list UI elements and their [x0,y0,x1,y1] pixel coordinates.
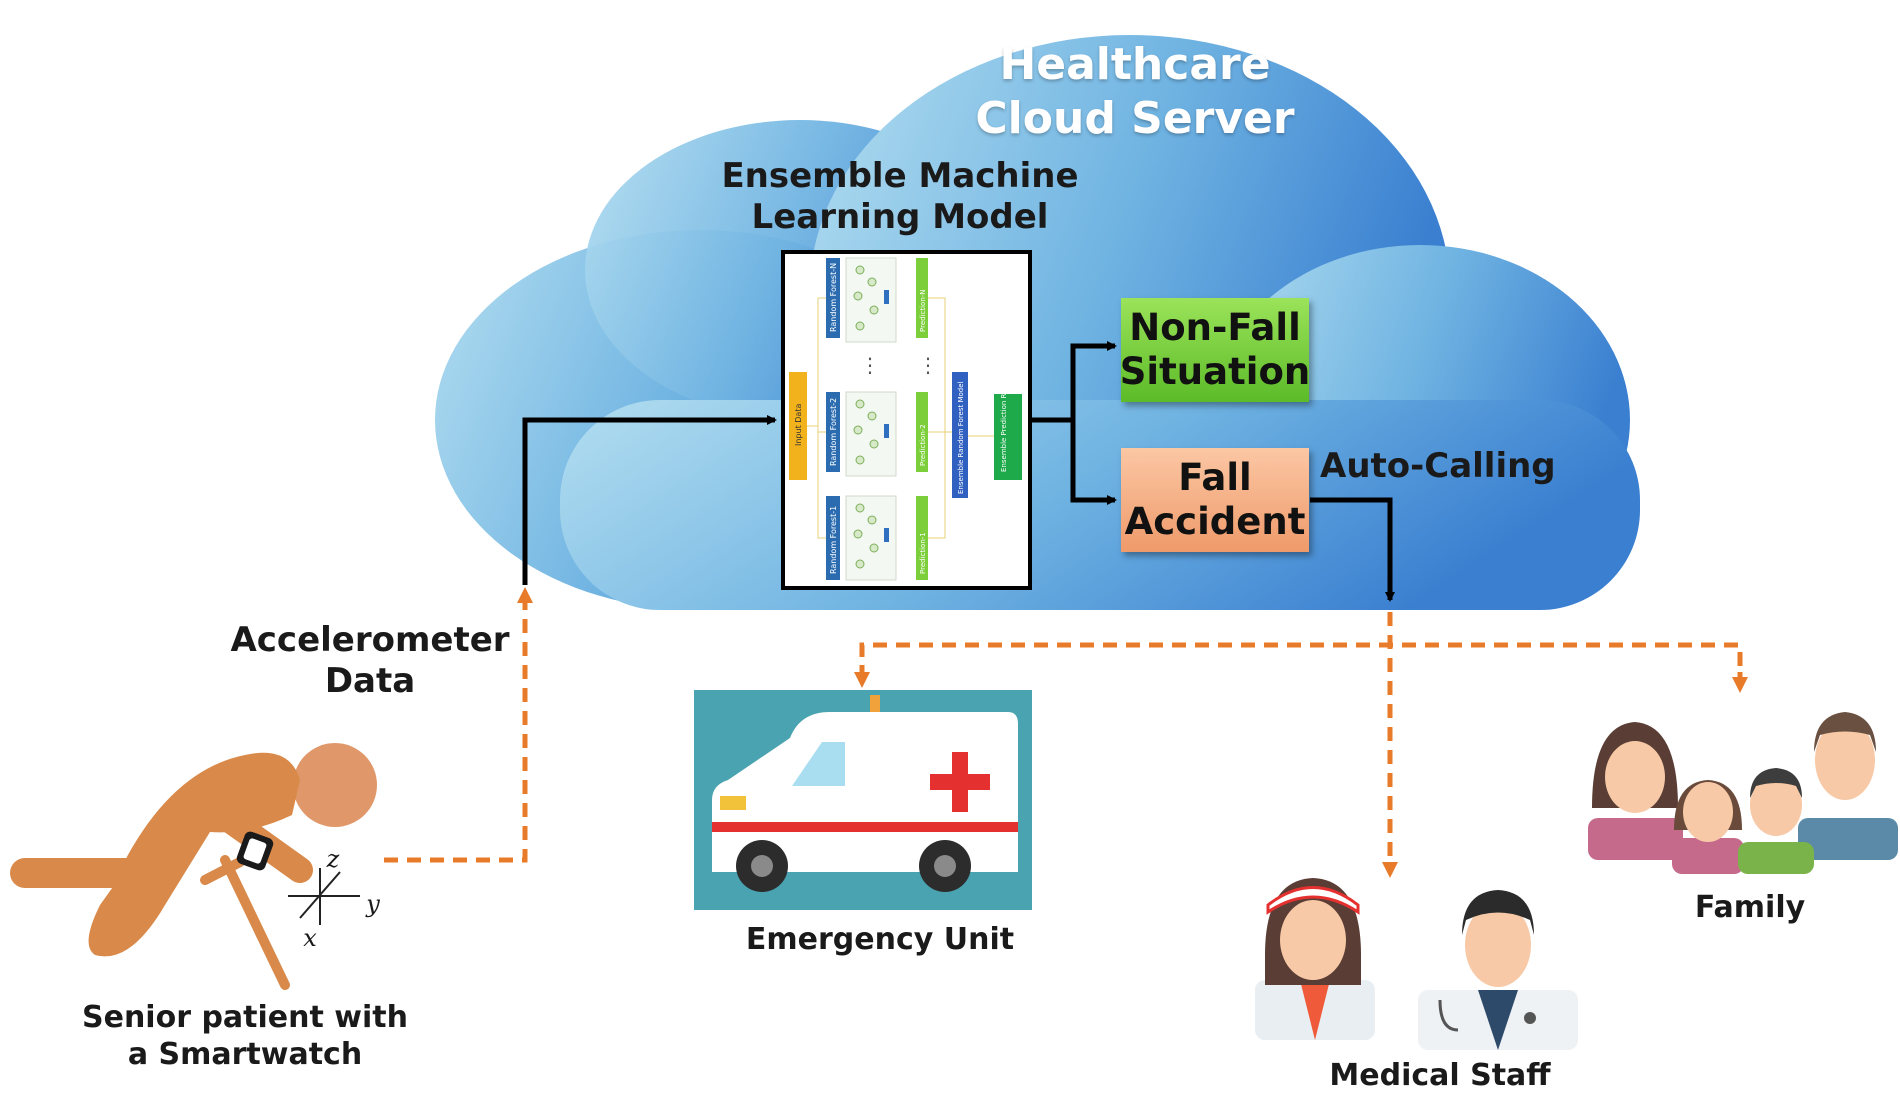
nurse-icon [1255,878,1375,1040]
patient-caption-line1: Senior patient with [82,1000,408,1035]
axis-z-label: z [326,845,340,873]
smartwatch-icon [236,831,274,871]
tree-thumbnail-1 [845,495,897,581]
ensemble-model-label: Ensemble Random Forest Model [957,381,965,494]
ensemble-result-label: Ensemble Prediction Result [1000,377,1008,472]
prediction-label-2: Prediction-2 [919,424,927,466]
family-man-icon [1798,712,1898,860]
ellipsis-forests: ⋮ [860,353,880,377]
forest-bar-2 [826,392,840,472]
prediction-bar-n [916,258,928,338]
accelerometer-line1: Accelerometer [230,620,510,660]
forest-label-2: Random Forest-2 [829,398,838,466]
accelerometer-line2: Data [324,661,416,702]
ensemble-result-bar [994,394,1022,480]
family-boy-icon [1738,768,1814,874]
input-data-bar [789,372,807,480]
ellipsis-predictions: ⋮ [918,353,938,377]
forest-label-1: Random Forest-1 [829,506,838,574]
arrow-branch [859,642,1743,685]
prediction-bar-2 [916,392,928,472]
arrow-watch-to-cloud [384,587,533,863]
axis-x-label: x [303,924,317,952]
senior-patient-figure [10,743,377,990]
ambulance-illustration [694,690,1032,910]
prediction-bar-1 [916,496,928,580]
accelerometer-label: Accelerometer Data [225,620,515,703]
tree-thumbnail-n [845,257,897,343]
family-girl-icon [1672,780,1744,874]
ensemble-model-figure: Input Data Random Forest-N Random Forest… [781,250,1032,590]
arrow-data-to-model [522,415,777,585]
patient-caption-line2: a Smartwatch [127,1036,363,1072]
dashed-arrows [384,587,1748,878]
model-title-line2: Learning Model [751,197,1049,238]
axes-icon [288,868,360,925]
family-label: Family [1694,890,1806,925]
arrow-auto-calling [1310,497,1395,602]
fall-line2: Accident [1124,500,1306,543]
input-data-label: Input Data [794,404,803,446]
emergency-unit-label: Emergency Unit [745,922,1015,957]
red-cross-icon [930,752,990,812]
model-title-line1: Ensemble Machine [721,156,1079,196]
axis-y-label: y [366,890,380,918]
patient-caption: Senior patient with a Smartwatch [60,1000,430,1073]
forest-bar-n [826,258,840,338]
cloud-title-line1: Healthcare [999,39,1271,90]
medical-staff-label: Medical Staff [1329,1058,1551,1093]
prediction-label-n: Prediction-N [919,289,927,332]
cloud-title: Healthcare Cloud Server [940,38,1330,145]
model-title: Ensemble Machine Learning Model [700,156,1100,239]
non-fall-line1: Non-Fall [1129,305,1301,349]
forest-label-n: Random Forest-N [829,263,838,332]
family-illustration [1588,712,1898,874]
prediction-label-1: Prediction-1 [919,532,927,574]
cloud-title-line2: Cloud Server [975,92,1295,144]
auto-calling-label: Auto-Calling [1320,446,1556,486]
fall-accident-box: Fall Accident [1121,448,1309,552]
fall-line1: Fall [1178,455,1252,499]
doctor-icon [1418,890,1578,1050]
non-fall-box: Non-Fall Situation [1119,298,1311,402]
ensemble-model-bar [952,372,968,498]
arrow-to-fall [1070,420,1117,505]
medical-staff-illustration [1255,878,1578,1050]
solid-arrows [522,341,1395,602]
arrow-to-non-fall [1030,341,1117,423]
family-woman-icon [1588,722,1683,860]
tree-thumbnail-2 [845,391,897,477]
forest-bar-1 [826,496,840,580]
non-fall-line2: Situation [1119,350,1311,393]
